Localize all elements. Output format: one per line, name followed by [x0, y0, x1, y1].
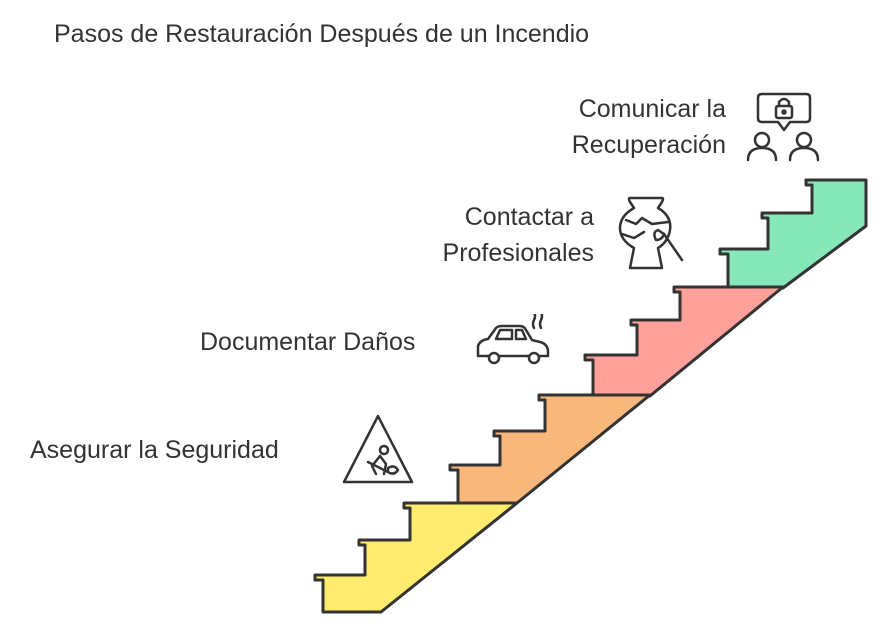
secure-communication-icon [746, 92, 820, 162]
step-label-contactar-profesionales: Contactar a Profesionales [404, 199, 594, 271]
stair-segment-1 [313, 501, 519, 614]
step-label-comunicar-recuperacion: Comunicar la Recuperación [534, 91, 726, 163]
step-4-line-1: Comunicar la [578, 95, 726, 123]
vase-restoration-icon [618, 196, 684, 270]
step-3-line-1: Contactar a [464, 203, 594, 231]
step-1-line-1: Asegurar la Seguridad [30, 436, 279, 464]
step-3-line-2: Profesionales [442, 239, 594, 267]
step-2-line-1: Documentar Daños [200, 328, 416, 356]
stair-segment-2 [448, 393, 652, 505]
diagram-title: Pasos de Restauración Después de un Ince… [54, 20, 590, 48]
damaged-car-icon [476, 314, 550, 365]
step-label-asegurar-seguridad: Asegurar la Seguridad [30, 432, 279, 468]
step-label-documentar-danos: Documentar Daños [200, 324, 415, 360]
step-4-line-2: Recuperación [571, 131, 726, 159]
stair-segment-3 [583, 285, 785, 398]
stair-segment-4 [718, 178, 868, 290]
construction-worker-sign-icon [342, 414, 414, 484]
